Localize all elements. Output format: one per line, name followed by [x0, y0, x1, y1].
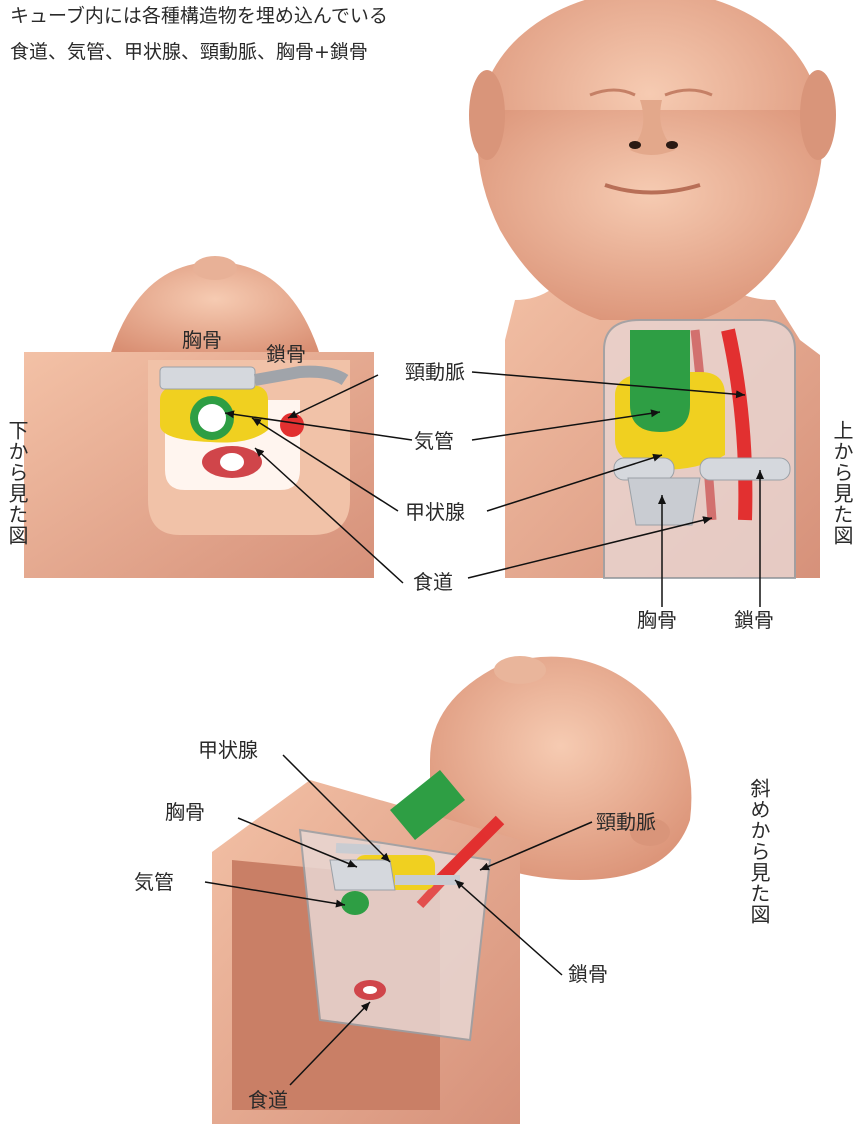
- oblique-view-title: 斜めから見た図: [748, 778, 770, 925]
- oblique-view: [212, 656, 691, 1124]
- label-carotid-oblique: 頸動脈: [596, 810, 656, 834]
- label-thyroid-oblique: 甲状腺: [198, 738, 258, 762]
- bottom-view-title: 下から見た図: [6, 420, 28, 546]
- label-sternum-bottom: 胸骨: [182, 328, 222, 352]
- label-clavicle-bottom: 鎖骨: [266, 342, 306, 366]
- bottom-view: [24, 256, 374, 578]
- label-clavicle-top: 鎖骨: [734, 608, 774, 632]
- label-sternum-top: 胸骨: [637, 608, 677, 632]
- label-clavicle-oblique: 鎖骨: [568, 962, 608, 986]
- label-carotid: 頸動脈: [405, 360, 465, 384]
- label-trachea-oblique: 気管: [134, 870, 174, 894]
- front-view: [469, 0, 836, 578]
- label-sternum-oblique: 胸骨: [165, 800, 205, 824]
- label-thyroid: 甲状腺: [405, 500, 465, 524]
- label-esophagus-oblique: 食道: [248, 1088, 288, 1112]
- label-esophagus: 食道: [413, 570, 453, 594]
- label-trachea: 気管: [414, 429, 454, 453]
- top-view-title: 上から見た図: [831, 420, 853, 546]
